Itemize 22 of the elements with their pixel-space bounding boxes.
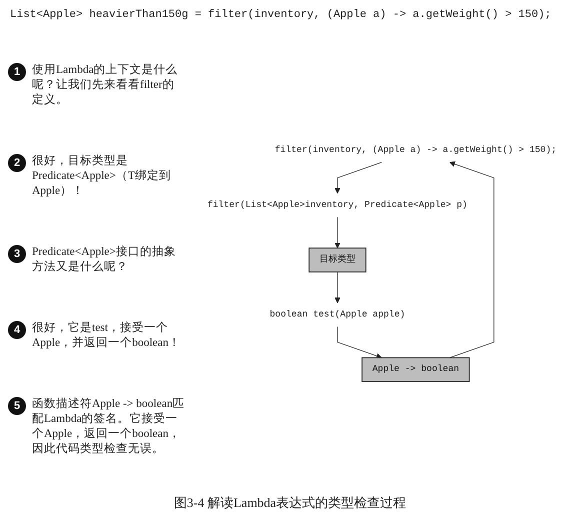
process-box: Apple -> boolean: [362, 357, 470, 382]
callout-text: 很好，它是test，接受一个Apple，并返回一个boolean！: [32, 321, 182, 351]
code-text: filter(inventory, (Apple a) -> a.getWeight() > 150);: [274, 144, 557, 156]
arrow: [334, 162, 382, 194]
arrow: [334, 272, 340, 304]
callout-text: 很好，目标类型是Predicate<Apple>（T绑定到Apple）！: [32, 154, 172, 199]
arrow: [337, 326, 382, 359]
callout-number: 2: [8, 154, 26, 172]
code-snippet: List<Apple> heavierThan150g = filter(inventory, (Apple a) -> a.getWeight() > 150);: [10, 8, 552, 23]
callout-number: 1: [8, 63, 26, 81]
code-text: filter(List<Apple>inventory, Predicate<Apple> p): [207, 200, 468, 210]
callout-text: Predicate<Apple>接口的抽象方法又是什么呢？: [32, 245, 177, 275]
process-box: 目标类型: [308, 248, 366, 272]
callout-number: 4: [8, 321, 26, 339]
arrow: [449, 161, 494, 358]
arrow: [334, 216, 340, 248]
caption: 图3-4 解读Lambda表达式的类型检查过程: [174, 495, 406, 510]
callout-number: 5: [8, 397, 26, 415]
callout-number: 3: [8, 245, 26, 263]
callout-text: 使用Lambda的上下文是什么呢？让我们先来看看filter的定义。: [32, 63, 179, 108]
callout-text: 函数描述符Apple -> boolean匹配Lambda的签名。它接受一个Apple，返回一个boolean，因此代码类型检查无误。: [32, 397, 186, 457]
code-text: boolean test(Apple apple): [270, 309, 406, 320]
